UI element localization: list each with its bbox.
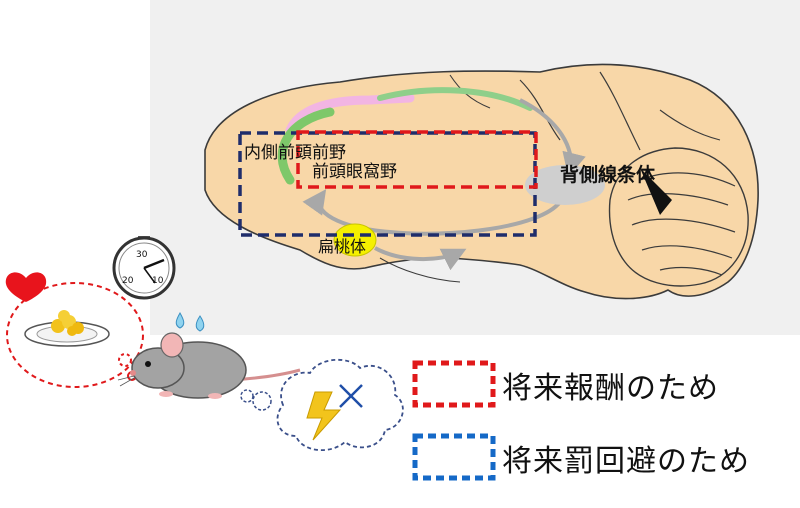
legend-reward-box [412,360,496,408]
green-arc [377,87,533,111]
reward-thought-bubble [5,272,144,388]
gray-arrow-bottom [374,246,467,271]
lightning-icon [306,391,342,441]
stopwatch-icon: 30 20 10 [112,236,176,300]
label-amygdala: 扁桃体 [318,237,366,256]
cross-icon [339,384,363,408]
timer-30: 30 [136,250,148,260]
pink-pathway [285,93,415,135]
punishment-thought-bubble [240,358,404,452]
heart-icon [5,272,47,302]
mouse-icon [117,332,301,399]
label-dorsal-striatum: 背側線条体 [560,163,656,186]
gray-arrow-top [519,98,586,177]
label-orbitofrontal: 前頭眼窩野 [312,162,397,182]
legend-reward-text: 将来報酬のため [502,371,719,406]
timer-10: 10 [152,276,164,286]
legend-avoid-text: 将来罰回避のため [502,444,750,479]
food-plate-icon [24,310,110,347]
green-pathway [277,107,335,185]
timer-20: 20 [122,276,134,286]
amygdala-region [333,223,377,257]
gray-arrow-loop [302,189,562,236]
legend-avoid-box [412,433,496,481]
label-medial-prefrontal: 内側前頭前野 [244,143,346,163]
reward-box-brain [296,130,538,189]
sweat-drop-icon [175,311,205,332]
dorsal-striatum-region [525,165,605,205]
